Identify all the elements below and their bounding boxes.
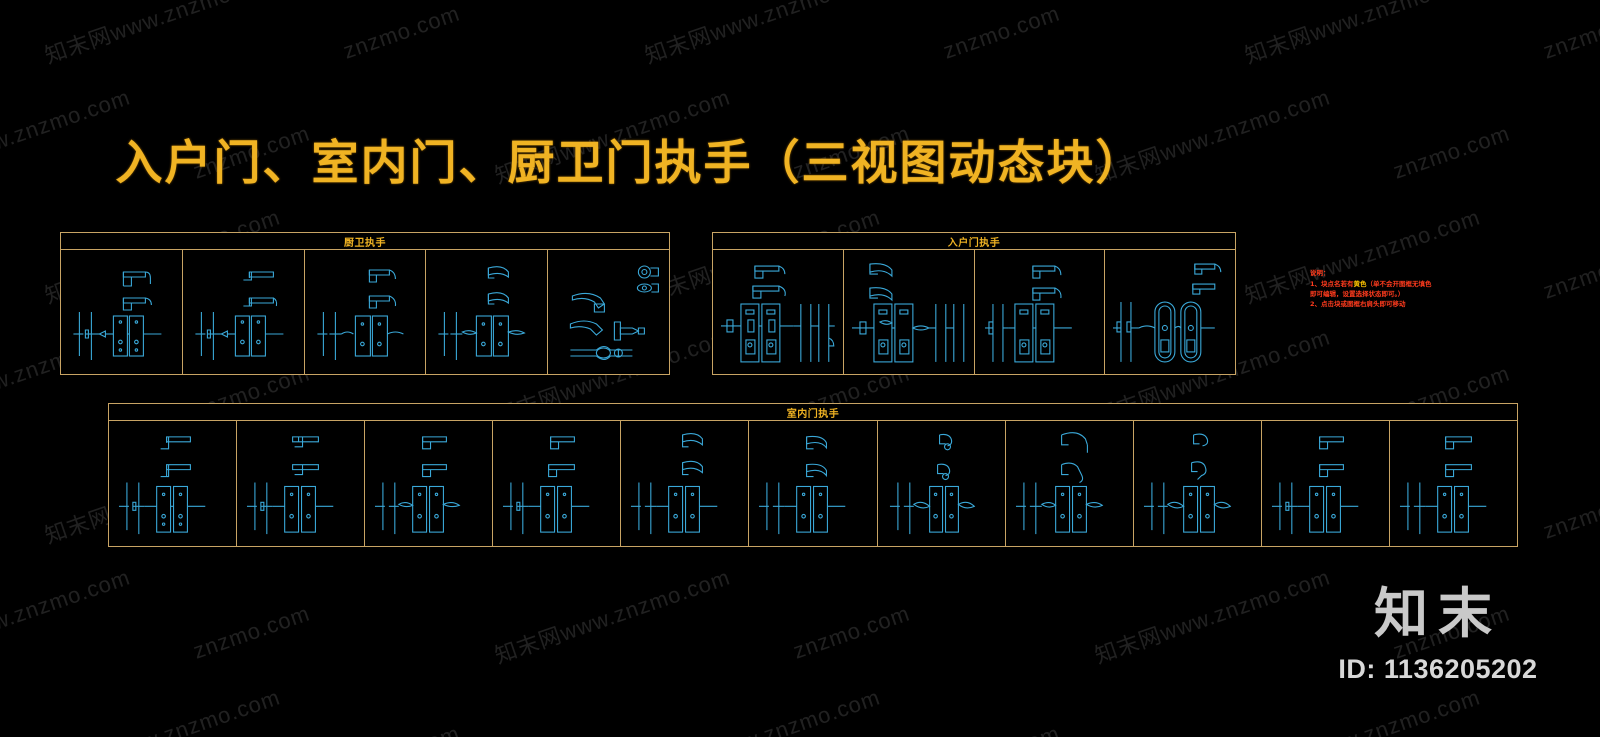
drawing-cell[interactable] [713, 250, 844, 374]
brand-mark: 知末 [1374, 582, 1502, 645]
panel-kitchen-bath[interactable]: 厨卫执手 [60, 232, 670, 375]
panel-header-entrance-door: 入户门执手 [713, 233, 1235, 250]
drawing-cell[interactable] [1006, 421, 1134, 546]
notes-line-3: 2、点击块或图框右肩头即可移动 [1310, 300, 1406, 309]
drawing-cell[interactable] [365, 421, 494, 546]
drawing-cell[interactable] [493, 421, 622, 546]
notes-line-2: 即可编辑，设置选择状态即可。） [1310, 290, 1405, 299]
panel-body-interior-door [109, 421, 1517, 546]
drawing-cell[interactable] [844, 250, 975, 374]
drawing-cell[interactable] [548, 250, 669, 374]
watermark-text: znzmo.com [1390, 120, 1514, 184]
watermark-text: 知末网www.znzmo.com [1241, 684, 1484, 737]
notes-title: 说明： [1310, 269, 1330, 277]
notes-line-1-highlight: 黄色 [1353, 280, 1367, 289]
watermark-text: 知末网www.znzmo.com [491, 564, 734, 669]
notes-block: 说明： 1、块点名若有黄色（单不会开图框无填色 即可编辑，设置选择状态即可。） … [1310, 268, 1490, 309]
watermark-text: znzmo.com [1540, 240, 1600, 304]
watermark-text: znzmo.com [940, 0, 1064, 64]
watermark-text: 知末网www.znzmo.com [641, 684, 884, 737]
notes-line-1-post: （单不会开图框无填色 [1366, 280, 1432, 289]
drawing-cell[interactable] [975, 250, 1106, 374]
watermark-text: znzmo.com [790, 600, 914, 664]
drawing-cell[interactable] [305, 250, 427, 374]
watermark-text: znzmo.com [940, 720, 1063, 737]
panel-body-entrance-door [713, 250, 1235, 374]
panel-interior-door[interactable]: 室内门执手 [108, 403, 1518, 547]
watermark-text: 知末网www.znzmo.com [641, 0, 884, 69]
drawing-cell[interactable] [426, 250, 549, 374]
drawing-cell[interactable] [109, 421, 238, 546]
watermark-text: 知末网www.znzmo.com [41, 684, 284, 737]
drawing-cell[interactable] [61, 250, 183, 374]
watermark-text: znzmo.com [340, 720, 463, 737]
page-title: 入户门、室内门、厨卫门执手（三视图动态块） [115, 136, 1145, 191]
watermark-text: znzmo.com [1540, 0, 1600, 64]
watermark-text: 知末网www.znzmo.com [41, 0, 284, 69]
brand-watermark: 知末 ID: 1136205202 [1288, 569, 1588, 685]
notes-line-1-pre: 1、块点名若有 [1310, 280, 1354, 289]
brand-id: ID: 1136205202 [1338, 654, 1538, 684]
drawing-cell[interactable] [1262, 421, 1390, 546]
drawing-cell[interactable] [1105, 250, 1235, 374]
panel-entrance-door[interactable]: 入户门执手 [712, 232, 1236, 375]
drawing-cell[interactable] [183, 250, 305, 374]
watermark-text: 知末网www.znzmo.com [1241, 0, 1484, 69]
drawing-cell[interactable] [749, 421, 878, 546]
panel-header-interior-door: 室内门执手 [109, 404, 1517, 421]
drawing-cell[interactable] [1390, 421, 1517, 546]
watermark-text: znzmo.com [340, 0, 464, 64]
watermark-text: znzmo.com [1540, 480, 1600, 544]
drawing-cell[interactable] [878, 421, 1006, 546]
panel-body-kitchen-bath [61, 250, 669, 374]
drawing-cell[interactable] [1134, 421, 1262, 546]
panel-header-kitchen-bath: 厨卫执手 [61, 233, 669, 250]
watermark-text: znzmo.com [190, 600, 314, 664]
drawing-cell[interactable] [621, 421, 750, 546]
watermark-text: znzmo.com [1540, 720, 1600, 737]
watermark-text: 知末网www.znzmo.com [0, 564, 134, 669]
drawing-cell[interactable] [237, 421, 366, 546]
notes-line-1: 1、块点名若有黄色（单不会开图框无填色 [1310, 279, 1490, 289]
